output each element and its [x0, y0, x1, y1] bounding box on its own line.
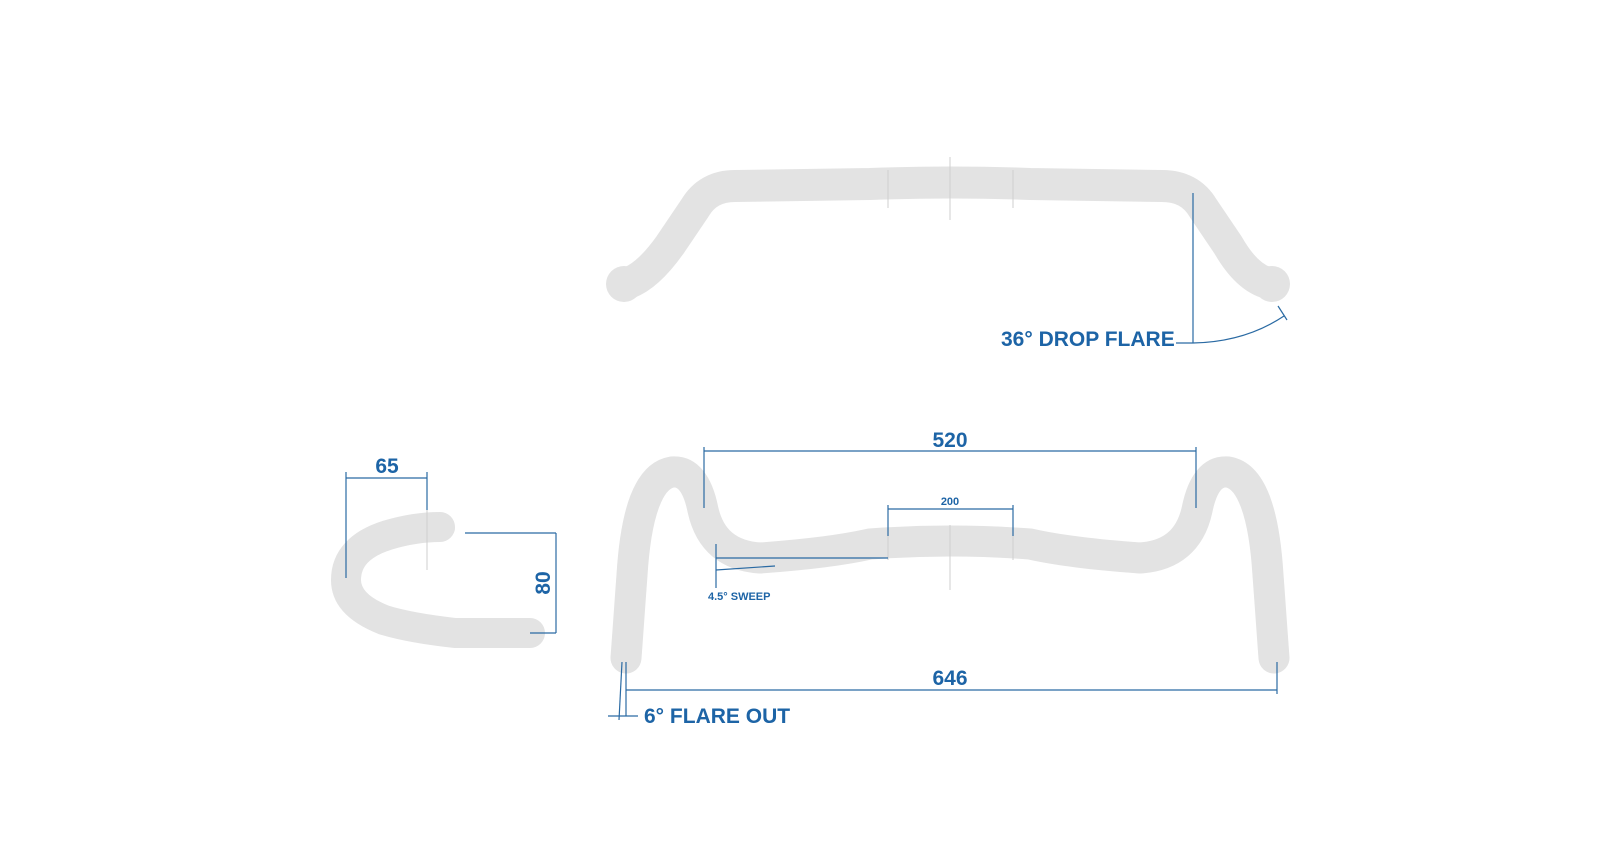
drop-flare-tick — [1277, 305, 1288, 321]
side-view-clamp-bulb — [415, 514, 455, 542]
width-label: 520 — [932, 429, 967, 452]
end-width-label: 646 — [932, 667, 967, 690]
sweep-angle-line — [715, 565, 776, 571]
side-view-bar — [331, 512, 545, 648]
top-view: 520 200 4.5° SWEEP 646 6° FLARE OUT — [608, 429, 1290, 728]
drop-flare-arc — [1192, 315, 1285, 344]
reach-label: 65 — [375, 455, 399, 478]
side-view: 65 80 — [331, 455, 557, 648]
drop-flare-label: 36° DROP FLARE — [1001, 328, 1175, 351]
flare-out-label: 6° FLARE OUT — [644, 705, 790, 728]
front-view-left-end — [606, 266, 642, 302]
drop-label: 80 — [532, 571, 555, 594]
sweep-label: 4.5° SWEEP — [708, 591, 770, 603]
front-view-right-end — [1254, 266, 1290, 302]
center-label: 200 — [941, 496, 959, 508]
flare-out-angle-line — [618, 661, 623, 721]
front-view-bar — [608, 166, 1288, 300]
front-view: 36° DROP FLARE — [606, 157, 1290, 351]
